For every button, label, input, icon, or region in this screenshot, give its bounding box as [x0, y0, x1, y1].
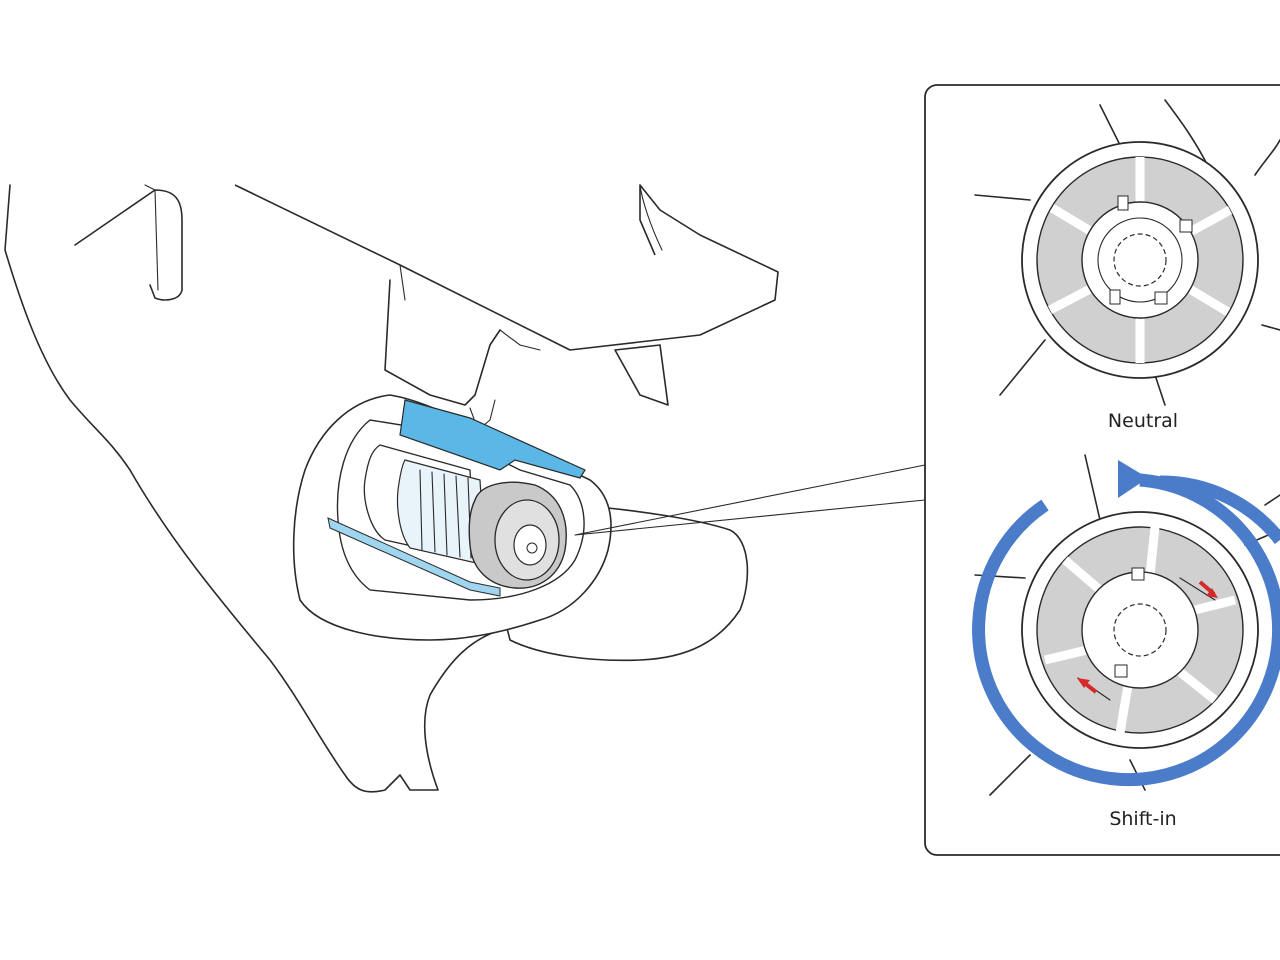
cutaway-blue-bottom — [327, 517, 501, 597]
shift-in-label: Shift-in — [1109, 808, 1176, 830]
rubber-bushing — [396, 459, 486, 566]
callout-leader — [574, 464, 926, 536]
trim-tab — [614, 344, 669, 406]
gearcase-housing — [4, 184, 501, 793]
circular-arrow-icon — [972, 460, 1280, 787]
red-arrow-icon — [1077, 577, 1218, 701]
outboard-lower-unit — [4, 184, 779, 793]
cutaway-blue-top — [399, 399, 586, 479]
neutral-label: Neutral — [1108, 410, 1178, 432]
torpedo-cutaway — [292, 394, 926, 662]
shift-spline-hub — [1113, 603, 1167, 657]
water-intake — [74, 189, 183, 301]
anti-ventilation-plate — [234, 184, 779, 351]
shaft-center — [526, 542, 538, 554]
gearcase-strut — [384, 279, 501, 406]
shift-in-view: Shift-in — [972, 454, 1280, 830]
neutral-spline-hub — [1113, 233, 1167, 287]
neutral-view: Neutral — [974, 99, 1280, 432]
